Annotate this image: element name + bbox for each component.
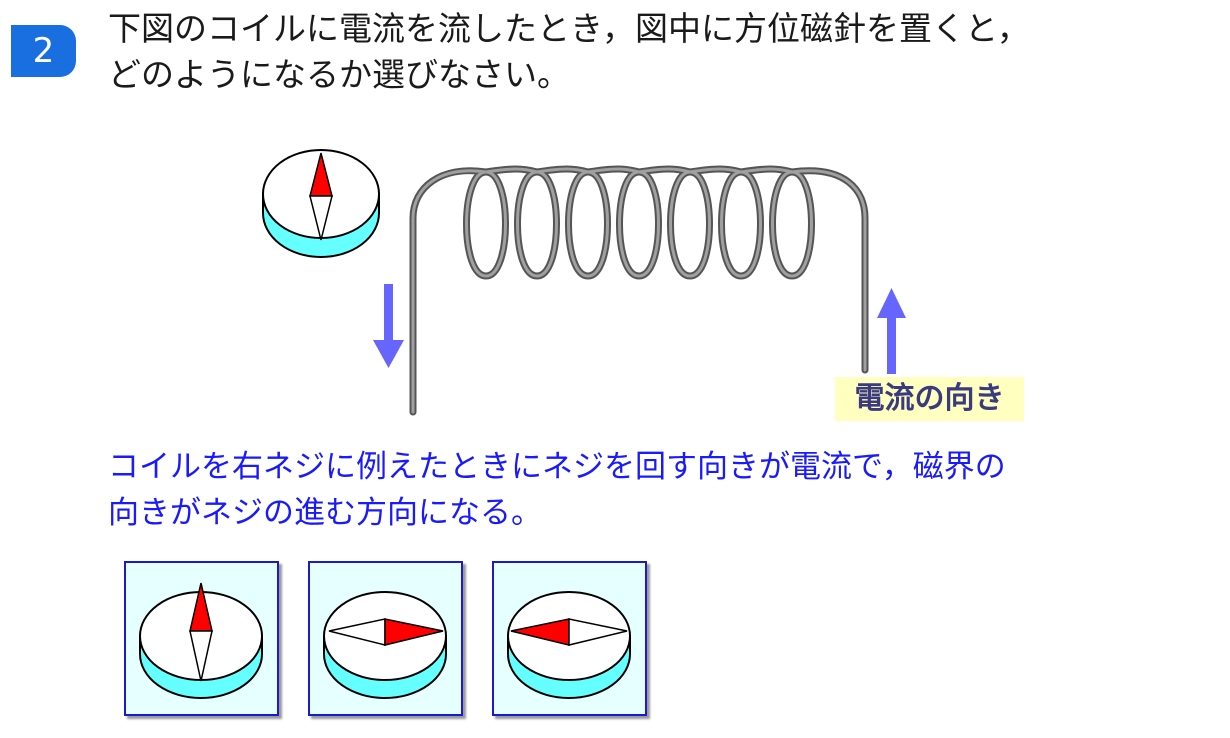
needle-south — [309, 195, 333, 241]
answer-line-2: 向きがネジの進む方向になる。 — [108, 495, 542, 531]
question-text: 下図のコイルに電流を流したとき，図中に方位磁針を置くと， どのようになるか選びな… — [108, 6, 1208, 98]
question-line-2: どのようになるか選びなさい。 — [108, 55, 570, 94]
choice-north-left-button[interactable] — [492, 561, 647, 716]
coil-wire — [409, 165, 869, 416]
current-up-arrow — [877, 288, 906, 374]
compass-icon — [139, 582, 263, 699]
question-line-1: 下図のコイルに電流を流したとき，図中に方位磁針を置くと， — [108, 9, 1030, 48]
choice-north-up-button[interactable] — [124, 561, 279, 716]
answer-line-1: コイルを右ネジに例えたときにネジを回す向きが電流で，磁界の — [108, 449, 1006, 485]
current-direction-label: 電流の向き — [835, 377, 1024, 421]
answer-text: コイルを右ネジに例えたときにネジを回す向きが電流で，磁界の 向きがネジの進む方向… — [108, 444, 1208, 536]
choice-north-right-button[interactable] — [308, 561, 463, 716]
compass-icon — [507, 591, 631, 699]
compass-icon — [323, 591, 447, 699]
current-down-arrow — [373, 284, 404, 368]
compass-icon — [262, 149, 380, 258]
question-number-badge: 2 — [11, 25, 76, 77]
